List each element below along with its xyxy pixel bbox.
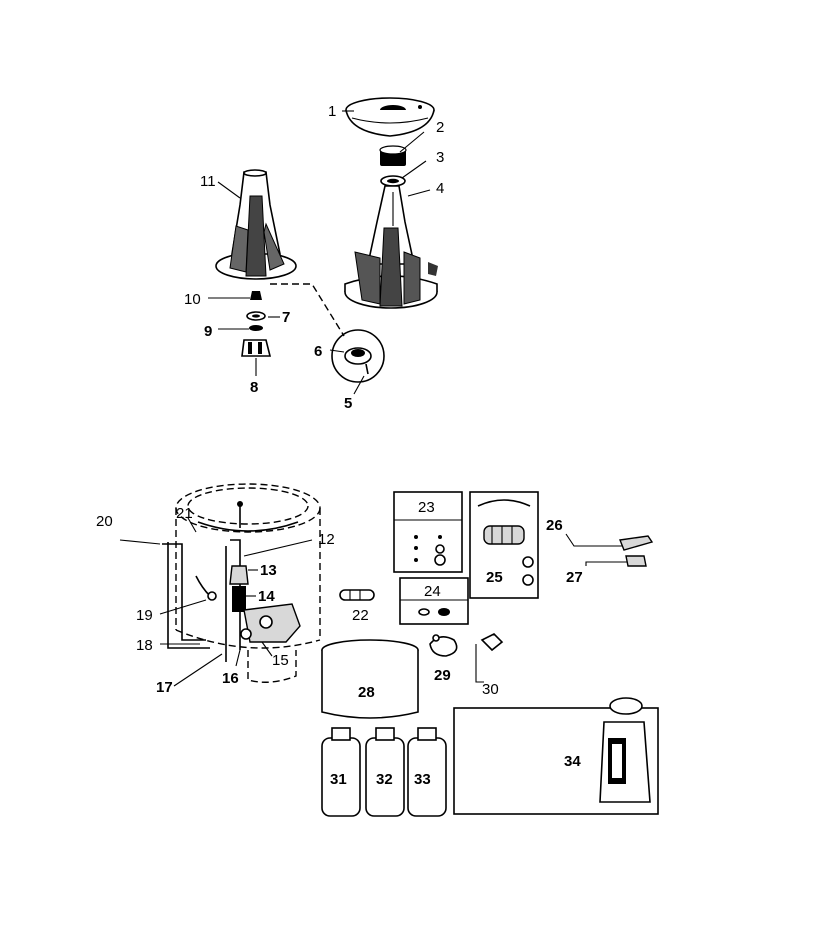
label-part-9: 9	[204, 323, 212, 340]
label-part-30: 30	[482, 681, 499, 698]
small-components	[429, 633, 504, 683]
label-part-12: 12	[318, 531, 335, 548]
label-part-20: 20	[96, 513, 113, 530]
drum-28	[321, 639, 419, 719]
filter-tube	[339, 589, 375, 601]
label-part-21: 21	[176, 505, 193, 522]
label-part-13: 13	[260, 562, 277, 579]
label-part-10: 10	[184, 291, 201, 308]
motor-panel-25	[469, 491, 539, 599]
agitator-large	[344, 185, 438, 309]
label-part-28: 28	[358, 684, 375, 701]
washer-tub	[175, 483, 321, 683]
label-part-7: 7	[282, 309, 290, 326]
label-part-29: 29	[434, 667, 451, 684]
label-part-33: 33	[414, 771, 431, 788]
label-part-15: 15	[272, 652, 289, 669]
agitator-ring	[380, 175, 406, 187]
agitator-cap	[345, 97, 435, 137]
label-part-3: 3	[436, 149, 444, 166]
label-part-11: 11	[200, 173, 216, 190]
label-part-18: 18	[136, 637, 153, 654]
latch-parts	[565, 533, 654, 567]
label-part-6: 6	[314, 343, 322, 360]
kit-box-34	[453, 697, 659, 815]
label-part-22: 22	[352, 607, 369, 624]
label-part-2: 2	[436, 119, 444, 136]
label-part-4: 4	[436, 180, 444, 197]
label-part-19: 19	[136, 607, 153, 624]
hoses	[162, 539, 241, 662]
label-part-23: 23	[418, 499, 435, 516]
control-panel-23	[393, 491, 463, 573]
pump-assembly	[229, 565, 301, 643]
agitator-small	[215, 169, 297, 280]
label-part-24: 24	[424, 583, 441, 600]
label-part-5: 5	[344, 395, 352, 412]
label-part-1: 1	[328, 103, 336, 120]
label-part-14: 14	[258, 588, 275, 605]
bottles-31-33	[321, 727, 447, 817]
label-part-17: 17	[156, 679, 173, 696]
label-part-31: 31	[330, 771, 347, 788]
control-panel-24	[399, 577, 469, 625]
hardware-stack	[241, 291, 272, 357]
label-part-32: 32	[376, 771, 393, 788]
agitator-ratchet	[379, 145, 407, 166]
label-part-34: 34	[564, 753, 581, 770]
label-part-27: 27	[566, 569, 583, 586]
label-part-25: 25	[486, 569, 503, 586]
label-part-26: 26	[546, 517, 563, 534]
label-part-8: 8	[250, 379, 258, 396]
detail-circle	[331, 329, 385, 383]
label-part-16: 16	[222, 670, 239, 687]
